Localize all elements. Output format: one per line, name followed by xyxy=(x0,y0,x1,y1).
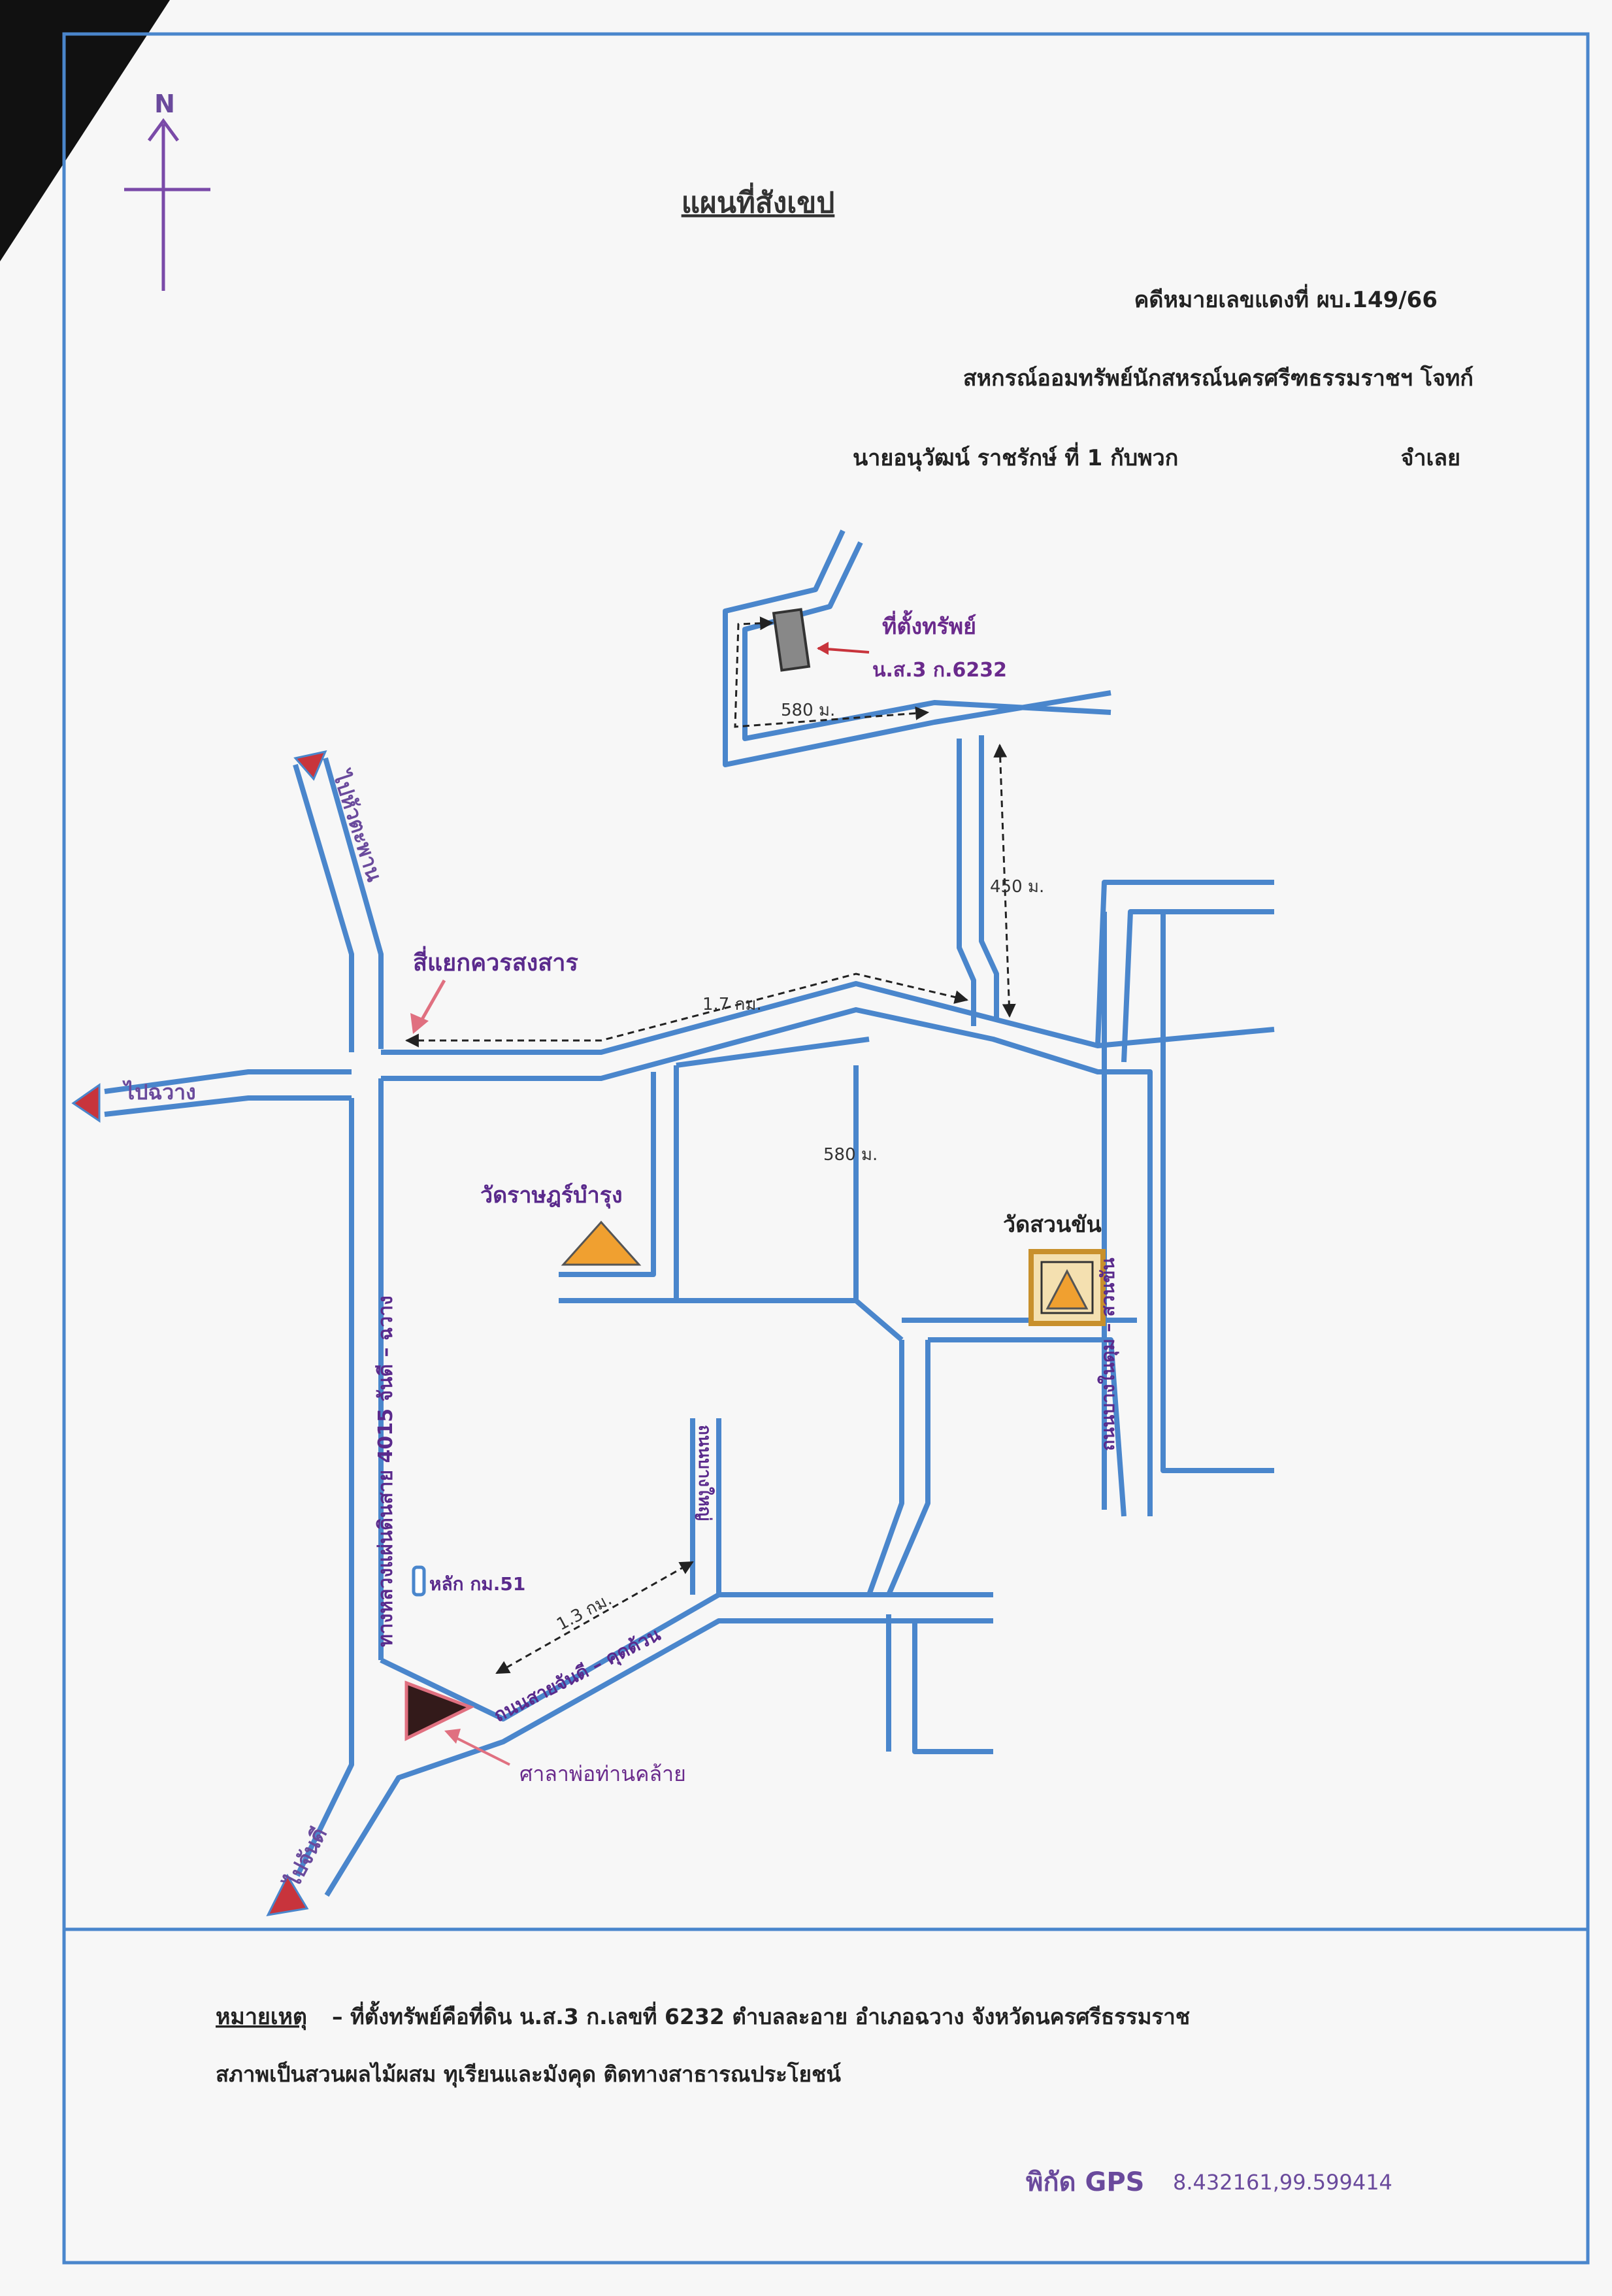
road-east-inner xyxy=(1121,909,1274,1063)
scan-corner xyxy=(0,0,170,261)
wat-suan-label: วัดสวนขัน xyxy=(1003,1212,1102,1238)
case-number: คดีหมายเลขแดงที่ ผบ.149/66 xyxy=(1134,284,1438,313)
deed-label: น.ส.3 ก.6232 xyxy=(872,659,1007,682)
dist-arrow-1-3 xyxy=(495,1561,694,1674)
road-se-stub-b xyxy=(912,1621,993,1754)
north-compass-icon xyxy=(124,118,210,291)
highway-south-west xyxy=(295,1098,354,1877)
intersection-pointer-head xyxy=(410,1013,429,1034)
wat-rat-temple-icon xyxy=(561,1220,642,1266)
road-east-top xyxy=(1095,880,1274,1046)
dist-arrow-450 xyxy=(993,743,1016,1018)
road-suankhan-label: ถนนบางในดุม – สวนขัน xyxy=(1097,1257,1119,1451)
note-label: หมายเหตุ xyxy=(216,2004,307,2031)
road-center-south-b xyxy=(886,1340,930,1596)
highway-bottom-2 xyxy=(324,1618,993,1897)
wat-rat-label: วัดราษฎร์บำรุง xyxy=(480,1182,623,1209)
sala-shrine-icon xyxy=(404,1680,475,1742)
road-bangyai-label: ถนนบางใหญ่ xyxy=(695,1425,715,1521)
road-property-inner xyxy=(742,541,1111,741)
highway-4015-label: ทางหลวงแผ่นดินสาย 4015 จันดี – ฉวาง xyxy=(374,1295,397,1647)
property-pointer-head xyxy=(817,642,829,655)
dist-arrow-580-top xyxy=(734,616,930,728)
highway-bottom xyxy=(380,1592,993,1722)
road-chawang-north xyxy=(104,1069,352,1094)
dist-label-450: 450 ม. xyxy=(990,877,1044,897)
dist-label-1-7: 1.7 กม. xyxy=(702,995,762,1014)
road-wat-rat-a xyxy=(559,1072,656,1277)
road-network xyxy=(104,529,1275,1897)
to-chandee-arrow-icon xyxy=(266,1873,309,1916)
defendant-role: จำเลย xyxy=(1401,445,1460,471)
dist-arrow-1-7 xyxy=(404,973,969,1048)
road-center-south-a xyxy=(866,1340,904,1596)
note-line-2: สภาพเป็นสวนผลไม้ผสม ทุเรียนและมังคุด ติด… xyxy=(216,2061,841,2088)
property-parcel xyxy=(772,608,811,672)
highway-west-b xyxy=(323,757,384,1049)
wat-suan-temple-icon xyxy=(1045,1269,1089,1310)
property-label: ที่ตั้งทรัพย์ xyxy=(882,610,976,640)
road-main-north xyxy=(381,981,1275,1055)
km-marker-label: หลัก กม.51 xyxy=(429,1573,525,1595)
dist-label-580-top: 580 ม. xyxy=(781,701,835,720)
wat-suan-inner-frame xyxy=(1040,1261,1094,1314)
distance-arrows xyxy=(404,616,1016,1674)
road-east-far xyxy=(1160,912,1274,1473)
page-frame xyxy=(62,32,1590,2265)
gps-value: 8.432161,99.599414 xyxy=(1173,2170,1392,2195)
highway-west-a xyxy=(293,763,354,1052)
road-center-a xyxy=(676,1298,904,1342)
gps-label: พิกัด GPS xyxy=(1026,2167,1144,2197)
intersection-label: สี่แยกควรสงสาร xyxy=(413,946,578,976)
dist-label-580-mid: 580 ม. xyxy=(823,1145,878,1165)
road-chawang-south xyxy=(104,1095,352,1117)
to-chandee-label: ไปจันดี xyxy=(279,1823,332,1893)
km-marker-icon xyxy=(412,1565,426,1597)
to-hua-tapan-arrow-icon xyxy=(293,750,327,781)
road-se-a xyxy=(928,1337,1127,1517)
road-north-spur-a xyxy=(957,739,976,1026)
road-jandee-label: ถนนสายจันดี – คุดด้วน xyxy=(490,1623,664,1727)
sala-label: ศาลาพ่อท่านคล้าย xyxy=(519,1761,686,1786)
sala-pointer-icon xyxy=(450,1734,510,1766)
sala-pointer-head xyxy=(444,1729,461,1744)
road-property-west xyxy=(723,529,1111,767)
defendant-name: นายอนุวัฒน์ ราชรักษ์ ที่ 1 กับพวก xyxy=(853,442,1178,472)
note-line-1: – ที่ตั้งทรัพย์คือที่ดิน น.ส.3 ก.เลขที่ … xyxy=(332,2001,1190,2029)
map-title: แผนที่สังเขป xyxy=(682,182,835,220)
compass-north-label: N xyxy=(154,90,175,118)
to-chawang-arrow-icon xyxy=(71,1083,101,1123)
plaintiff-line: สหกรณ์ออมทรัพย์นักสหรณ์นครศรีฑธรรมราชฯ โ… xyxy=(963,365,1473,391)
to-chawang-label: ไปฉวาง xyxy=(122,1080,196,1105)
